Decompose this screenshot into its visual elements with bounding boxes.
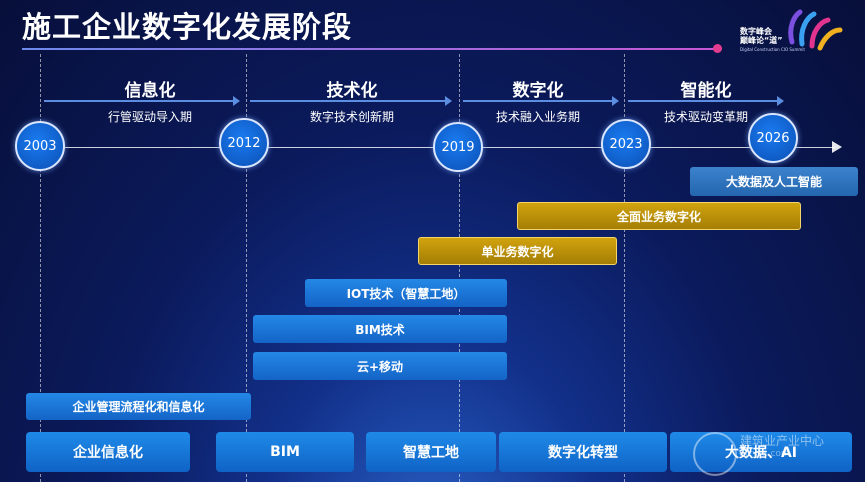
phase-arrow — [628, 96, 784, 106]
guide-line — [459, 54, 460, 482]
phase-arrow — [44, 96, 240, 106]
logo-text-2: 巅峰论“道” — [740, 36, 783, 45]
year-node: 2023 — [601, 119, 651, 169]
tech-bar: 企业管理流程化和信息化 — [26, 393, 251, 420]
watermark-text: 建筑业产业中心 — [740, 434, 825, 448]
tech-bar: BIM技术 — [253, 315, 507, 343]
tech-bar: 大数据及人工智能 — [690, 167, 858, 196]
year-node: 2026 — [748, 113, 798, 163]
phase-title: 智能化 — [680, 81, 732, 101]
bottom-item: BIM — [216, 432, 354, 472]
logo-text-3: Digital Construction CIO Summit — [740, 47, 805, 52]
bottom-item: 智慧工地 — [366, 432, 496, 472]
phase-subtitle: 数字技术创新期 — [309, 110, 395, 124]
phase-subtitle: 行管驱动导入期 — [107, 110, 193, 124]
phase-arrow — [250, 96, 452, 106]
guide-line — [246, 54, 247, 482]
bottom-item: 企业信息化 — [26, 432, 190, 472]
phase-subtitle: 技术融入业务期 — [495, 110, 581, 124]
phase-title: 数字化 — [512, 81, 564, 101]
timeline-arrow-icon — [832, 141, 842, 153]
guide-line — [40, 54, 41, 482]
logo-text-1: 数字峰会 — [740, 27, 772, 36]
tech-bar: 全面业务数字化 — [517, 202, 801, 230]
watermark-icon — [693, 432, 737, 476]
phase-title: 技术化 — [326, 81, 378, 101]
title-underline-dot — [713, 44, 722, 53]
summit-logo-icon — [788, 9, 843, 51]
year-node: 2019 — [433, 122, 483, 172]
title-underline — [22, 48, 722, 50]
phase-arrow — [463, 96, 619, 106]
tech-bar: IOT技术（智慧工地） — [305, 279, 507, 307]
phase-subtitle: 技术驱动变革期 — [663, 110, 749, 124]
page-title: 施工企业数字化发展阶段 — [22, 10, 353, 44]
bottom-item: 数字化转型 — [499, 432, 667, 472]
tech-bar: 单业务数字化 — [418, 237, 617, 265]
guide-line — [624, 54, 625, 482]
phase-title: 信息化 — [124, 81, 176, 101]
year-node: 2003 — [15, 121, 65, 171]
year-node: 2012 — [219, 118, 269, 168]
watermark-url: jzyzx.com — [745, 449, 790, 459]
tech-bar: 云+移动 — [253, 352, 507, 380]
